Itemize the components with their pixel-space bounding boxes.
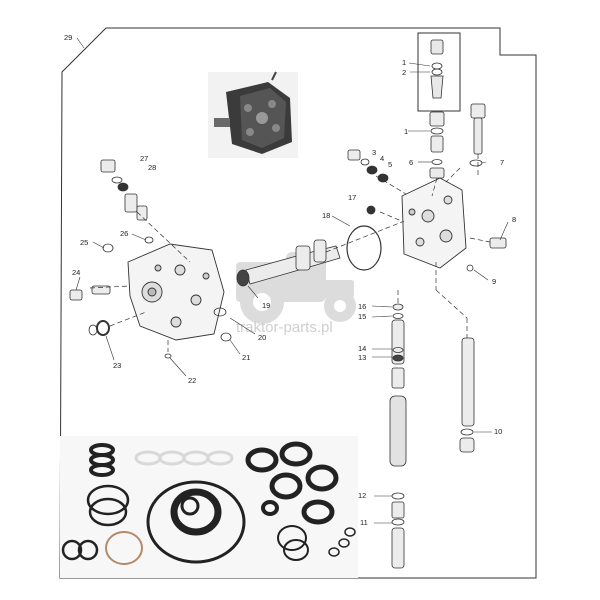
pump-rear-cover-part (401, 177, 467, 269)
callout-20: 20 (258, 333, 266, 342)
left-small-parts (69, 236, 232, 359)
valve-spool-part (429, 111, 445, 179)
callout-13: 13 (358, 353, 366, 362)
callout-leader-lines (75, 37, 509, 524)
shaft-seal-stack-part (100, 159, 148, 221)
hydraulic-pump-photo-icon (208, 71, 298, 158)
callout-15: 15 (358, 312, 366, 321)
callout-26: 26 (120, 229, 128, 238)
callout-3: 3 (372, 148, 376, 157)
drive-shaft-part (236, 239, 341, 287)
callout-27: 27 (140, 154, 148, 163)
watermark-text: traktor-parts.pl (236, 319, 333, 336)
callout-5: 5 (388, 160, 392, 169)
right-small-parts (347, 149, 507, 272)
callout-9: 9 (492, 277, 496, 286)
callout-23: 23 (113, 361, 121, 370)
callout-17: 17 (348, 193, 356, 202)
large-o-ring-part (346, 225, 382, 271)
callout-12: 12 (358, 491, 366, 500)
callout-24: 24 (72, 268, 80, 277)
callout-25: 25 (80, 238, 88, 247)
pump-front-housing-part (127, 243, 225, 341)
callout-1: 1 (402, 58, 406, 67)
callout-4: 4 (380, 154, 384, 163)
callout-21: 21 (242, 353, 250, 362)
callout-18: 18 (322, 211, 330, 220)
adjuster-column-part (459, 103, 486, 453)
callout-2: 2 (402, 68, 406, 77)
callout-29: 29 (64, 33, 72, 42)
callout-28: 28 (148, 163, 156, 172)
callout-6: 6 (409, 158, 413, 167)
valve-plug-part (430, 39, 444, 99)
seal-kit-photo-icon (60, 436, 358, 578)
callout-8: 8 (512, 215, 516, 224)
relief-valve-column-part (389, 303, 407, 569)
callout-7: 7 (500, 158, 504, 167)
assembly-centre-lines (89, 154, 491, 352)
callout-19: 19 (262, 301, 270, 310)
callout-16: 16 (358, 302, 366, 311)
callout-1: 1 (404, 127, 408, 136)
callout-14: 14 (358, 344, 366, 353)
callout-11: 11 (360, 518, 368, 527)
callout-10: 10 (494, 427, 502, 436)
callout-22: 22 (188, 376, 196, 385)
